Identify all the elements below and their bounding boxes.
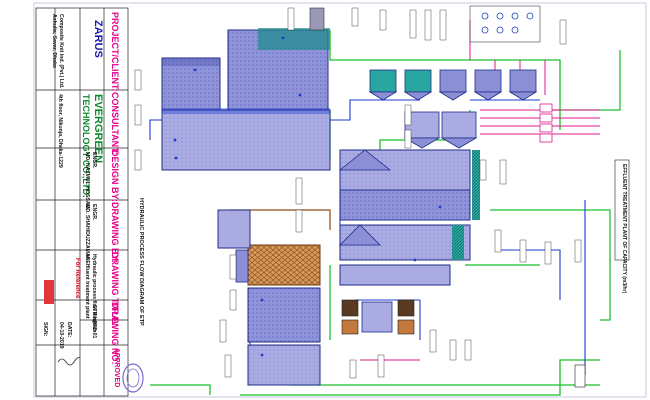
bio-media-tank xyxy=(247,244,321,286)
consultant-label: CONSULTANT: xyxy=(110,92,120,155)
filter-cylinders xyxy=(341,299,415,335)
drawer-line-1: ENGR. xyxy=(91,204,97,221)
company-name: ZARUS xyxy=(92,20,104,58)
plant-caption-box xyxy=(614,159,630,261)
sludge-holding-tank xyxy=(217,209,251,283)
clarifier-tank-2 xyxy=(339,189,480,221)
sign-label: SIGN: xyxy=(42,322,48,337)
consultant-address: 4th floor, Nikunja, Dhaka-1229 xyxy=(57,94,63,168)
drawing-title-note: For Reference xyxy=(74,258,80,299)
cone-tank-1 xyxy=(368,69,398,101)
pump-markers xyxy=(173,36,442,357)
project-client-label: PROJECT/CLIENT: xyxy=(110,12,120,92)
cone-tank-4 xyxy=(473,69,503,101)
title-block xyxy=(35,7,129,397)
clarifier-tank-3 xyxy=(339,224,471,261)
design-by-label: DESIGN BY: xyxy=(110,150,120,202)
cone-tank-2 xyxy=(403,69,433,101)
callout-boxes xyxy=(134,7,582,379)
cone-tank-row xyxy=(368,69,538,101)
cone-tank-5 xyxy=(508,69,538,101)
designer-line-2: MD. NAZMUL HOSSAIN xyxy=(84,152,90,210)
drawing-no-value: ETP-HPFD-01 xyxy=(91,305,97,339)
cone-tank-3 xyxy=(438,69,468,101)
diagram-caption: HYDRAULIC PROCESS FLOW DIAGRAM OF ETP xyxy=(138,198,144,326)
sheet-border xyxy=(33,2,647,398)
designer-line-1: ENGR. xyxy=(91,152,97,169)
note-red-box xyxy=(44,280,54,304)
equalization-tank xyxy=(161,57,221,111)
approval-stamp xyxy=(122,363,144,393)
chemical-dosing-tank xyxy=(339,264,451,286)
aeration-tank-2 xyxy=(161,108,331,171)
plant-capacity-caption: EFFLUENT TREATMENT PLANT OF CAPACITY (m3… xyxy=(621,164,627,294)
company-line-1: Composite Knit Ind. (Pvt.) Ltd. xyxy=(58,14,64,89)
sludge-line xyxy=(230,209,331,230)
settling-tank xyxy=(247,287,321,343)
signature-mark xyxy=(57,357,81,366)
final-collection-tank xyxy=(247,344,321,386)
pressure-filter-tanks xyxy=(403,111,478,149)
date-value: 04-10-2019 xyxy=(58,322,64,349)
company-line-2: Ashulia, Savar, Dhaka xyxy=(51,14,57,68)
approved-label: APPROVED xyxy=(113,348,120,388)
outlet-label-box xyxy=(574,364,586,388)
chemical-pump-bank xyxy=(539,103,553,143)
drawing-title-line-2: of Effluent treatment plant xyxy=(84,254,90,319)
drawer-line-2: MD. SHAHIDUZZAMAN xyxy=(84,204,90,261)
clarifier-tank-1 xyxy=(338,149,480,191)
aeration-tank-1 xyxy=(227,7,330,111)
date-label: DATE: xyxy=(66,322,72,338)
dosing-pump-skid xyxy=(469,5,541,43)
